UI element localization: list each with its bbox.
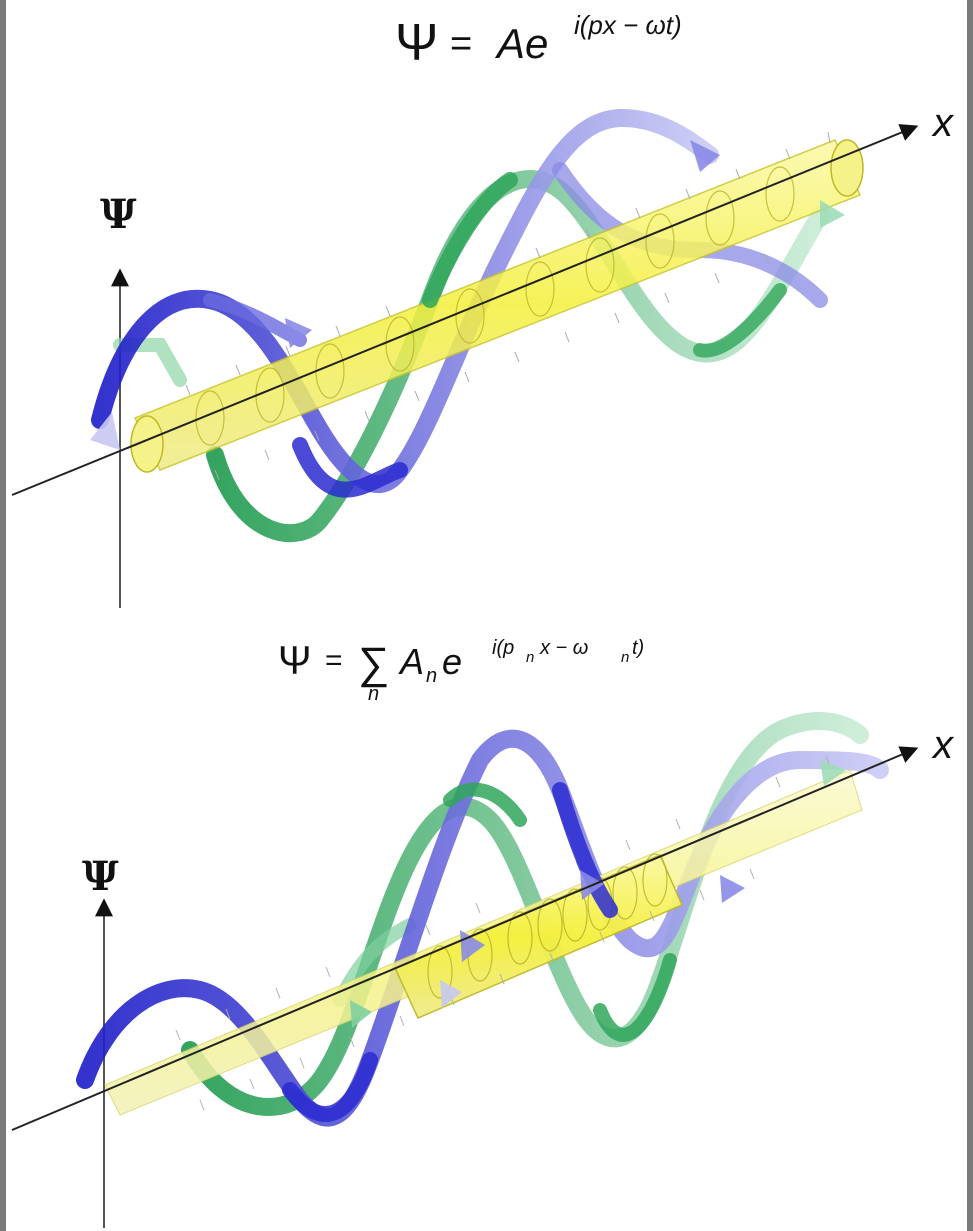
bottom-tube-rings <box>427 853 668 999</box>
top-eq-psi: Ψ <box>395 14 438 72</box>
bottom-eq-base: e <box>442 641 462 682</box>
bottom-eq-equals: = <box>325 644 343 677</box>
bottom-eq-exp-post: t) <box>632 637 644 659</box>
top-tube-ticks <box>185 131 831 481</box>
bottom-x-axis-line <box>11 746 919 1131</box>
bottom-x-axis-label: x <box>931 723 955 767</box>
top-tube-end-right <box>830 139 864 197</box>
bottom-eq-exp-sub2: n <box>621 649 629 666</box>
left-border <box>0 0 6 1231</box>
bottom-x-axis: x <box>11 723 955 1131</box>
top-front-ribbons <box>90 140 845 498</box>
bottom-front-ribbons <box>282 760 846 1122</box>
bottom-psi-axis-label: Ψ <box>82 853 119 900</box>
bottom-equation: Ψ = ∑ n A n e i(p n x − ω n t) <box>278 637 644 705</box>
top-eq-equals: = <box>450 23 472 65</box>
top-eq-amp: Ae <box>494 20 548 67</box>
bottom-eq-exp-mid: x − ω <box>539 637 588 659</box>
bottom-eq-exp-pre: i(p <box>492 637 514 659</box>
bottom-eq-sum: ∑ <box>358 639 389 688</box>
bottom-eq-amp-sub: n <box>426 665 437 687</box>
top-eq-exponent: i(px − ωt) <box>574 10 682 40</box>
bottom-eq-psi: Ψ <box>278 639 311 683</box>
top-x-axis-line <box>11 124 919 496</box>
bottom-eq-sum-index: n <box>368 683 379 705</box>
bottom-eq-amp: A <box>398 641 424 682</box>
top-psi-axis-label: Ψ <box>100 191 137 238</box>
top-tube-end-left <box>130 415 164 473</box>
top-x-axis: x <box>11 101 955 496</box>
bottom-eq-exp-sub1: n <box>526 649 534 666</box>
top-axes: Ψ <box>100 191 137 608</box>
top-equation: Ψ = Ae i(px − ωt) <box>395 10 682 72</box>
right-border <box>967 0 973 1231</box>
top-x-axis-label: x <box>931 101 955 145</box>
bottom-axes: Ψ <box>82 853 119 1228</box>
